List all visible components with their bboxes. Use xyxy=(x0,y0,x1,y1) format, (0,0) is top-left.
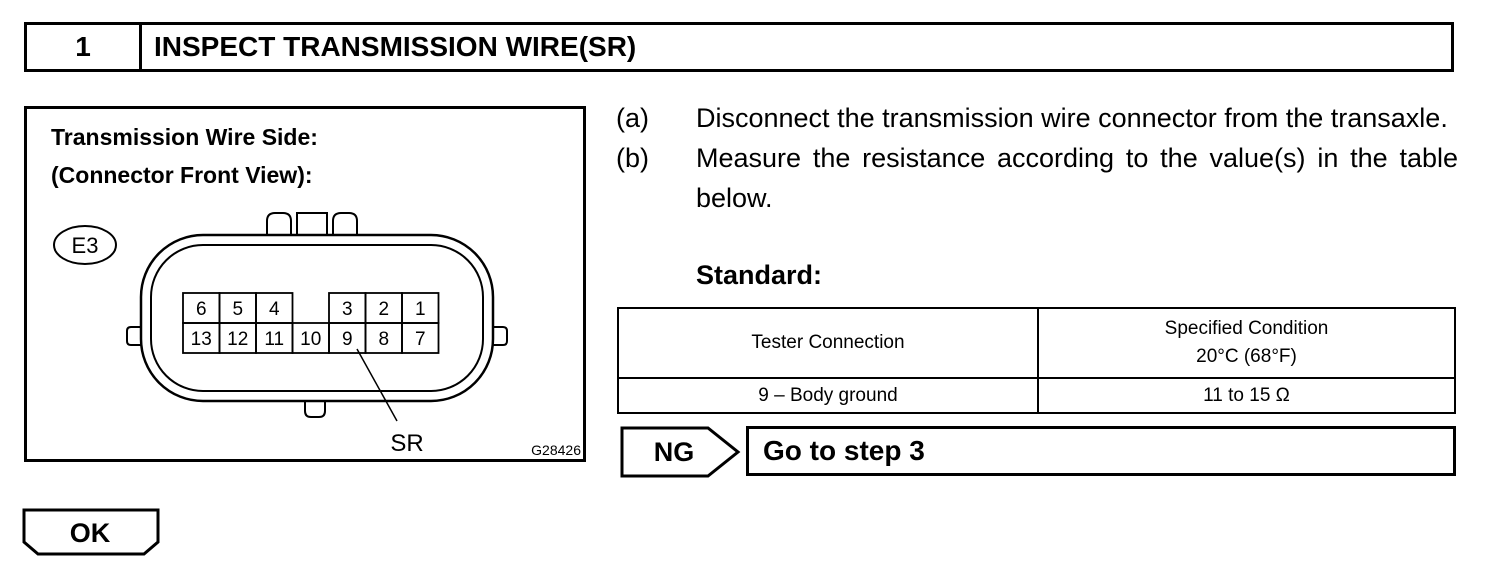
ok-badge: OK xyxy=(22,508,160,556)
table-row: 9 – Body ground 11 to 15 Ω xyxy=(617,377,1456,414)
connector-diagram: Transmission Wire Side: (Connector Front… xyxy=(24,106,586,462)
step-b-marker: (b) xyxy=(616,143,649,173)
pin-cell-7 xyxy=(401,322,440,354)
pin-label-2: 2 xyxy=(378,299,389,320)
connector-code: E3 xyxy=(72,233,99,258)
cell-condition: 11 to 15 Ω xyxy=(1037,377,1456,414)
step-title: INSPECT TRANSMISSION WIRE(SR) xyxy=(154,31,637,62)
pin-label-8: 8 xyxy=(378,329,389,350)
connector-side-tabs xyxy=(126,326,508,418)
pin-label-3: 3 xyxy=(342,299,353,320)
connector-illustration: Transmission Wire Side: (Connector Front… xyxy=(51,124,581,458)
pin-label-1: 1 xyxy=(415,299,426,320)
pin-label-5: 5 xyxy=(232,299,243,320)
step-number: 1 xyxy=(27,25,142,69)
sr-leader-line xyxy=(356,348,398,422)
pin-label-11: 11 xyxy=(264,329,284,350)
ng-badge: NG xyxy=(620,426,741,478)
pin-label-10: 10 xyxy=(300,329,321,350)
pin-label-7: 7 xyxy=(415,329,426,350)
connector-lock-tabs xyxy=(266,212,358,237)
pin-label-6: 6 xyxy=(196,299,207,320)
diagram-title-line1: Transmission Wire Side: xyxy=(51,124,318,150)
header-tester-connection: Tester Connection xyxy=(617,307,1039,379)
header-specified-condition-line2: 20°C (68°F) xyxy=(1196,346,1297,367)
ng-label: NG xyxy=(654,437,695,467)
ok-label: OK xyxy=(70,518,111,548)
step-a: (a) Disconnect the transmission wire con… xyxy=(616,98,1458,138)
pin-grid: 6 5 4 3 2 1 13 12 11 10 9 8 7 xyxy=(182,292,440,354)
pin-label-9: 9 xyxy=(342,329,353,350)
step-header: 1 INSPECT TRANSMISSION WIRE(SR) xyxy=(24,22,1454,72)
step-a-text: Disconnect the transmission wire connect… xyxy=(696,103,1448,133)
sr-callout: SR xyxy=(390,430,423,457)
ng-action: Go to step 3 xyxy=(746,426,1456,476)
connector-housing-outer xyxy=(139,233,495,403)
connector-housing-inner xyxy=(150,244,484,392)
pin-label-4: 4 xyxy=(269,299,280,320)
step-b-text: Measure the resistance according to the … xyxy=(696,143,1458,213)
procedure-steps: (a) Disconnect the transmission wire con… xyxy=(616,98,1458,218)
cell-connection: 9 – Body ground xyxy=(617,377,1039,414)
standard-label: Standard: xyxy=(696,260,823,290)
spec-table: Tester Connection Specified Condition 20… xyxy=(617,307,1456,414)
table-header-row: Tester Connection Specified Condition 20… xyxy=(617,307,1456,379)
header-specified-condition: Specified Condition 20°C (68°F) xyxy=(1037,307,1456,379)
header-specified-condition-line1: Specified Condition xyxy=(1164,318,1329,339)
connector-code-ellipse xyxy=(53,225,117,265)
diagram-title-line2: (Connector Front View): xyxy=(51,162,313,188)
pin-label-12: 12 xyxy=(227,329,248,350)
pin-label-13: 13 xyxy=(191,329,212,350)
step-b: (b) Measure the resistance according to … xyxy=(616,138,1458,218)
step-a-marker: (a) xyxy=(616,103,649,133)
figure-id: G28426 xyxy=(531,442,581,458)
